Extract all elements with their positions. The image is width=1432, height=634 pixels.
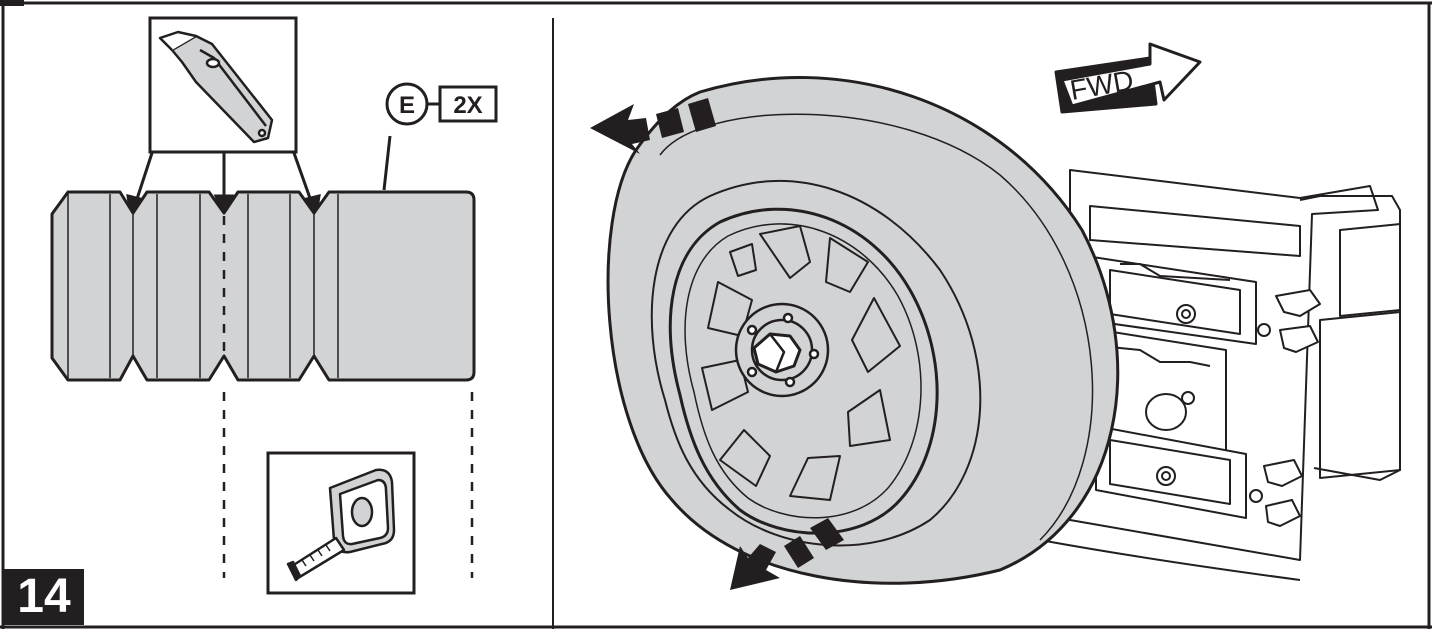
wheel-rim [701, 225, 901, 501]
callout-letter: E [399, 92, 415, 119]
bellows-coupler [50, 190, 476, 382]
forward-direction-arrow: FWD [1054, 42, 1202, 114]
utility-knife-icon [158, 30, 274, 144]
wheel-hub [734, 302, 830, 398]
hardware-callout: E 2X [382, 82, 498, 191]
step-number: 14 [4, 569, 84, 625]
measure-guide-lines [222, 216, 474, 578]
header-tab [0, 0, 24, 6]
callout-quantity: 2X [453, 92, 482, 119]
rotation-arrow-bottom [730, 518, 844, 590]
bellows-ribs [67, 192, 339, 380]
vehicle-mount-structure [1039, 169, 1401, 581]
rotation-arrow-top [590, 98, 716, 154]
tape-measure-icon [286, 468, 396, 582]
